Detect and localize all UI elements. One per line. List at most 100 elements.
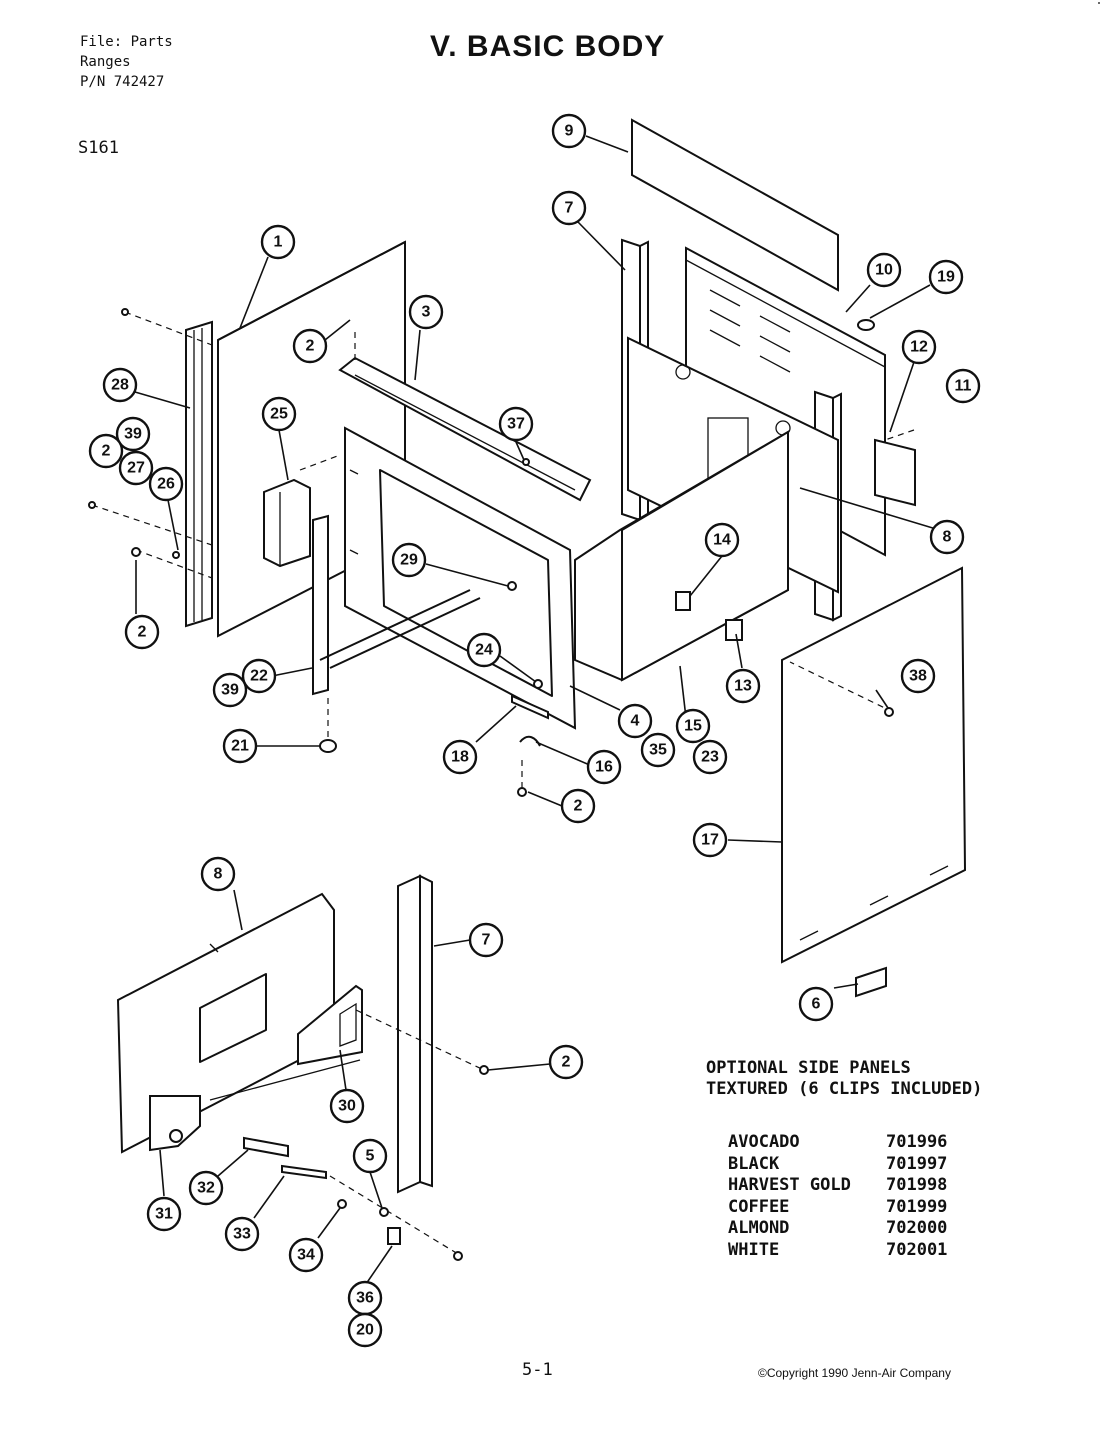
- callout-25: 25: [261, 396, 297, 432]
- svg-text:7: 7: [565, 200, 574, 217]
- part-32-rod: [243, 1136, 289, 1158]
- color-part-number: 701996: [886, 1132, 948, 1152]
- callout-4: 4: [617, 703, 653, 739]
- svg-text:18: 18: [451, 749, 469, 766]
- part-18-strip: [511, 694, 549, 720]
- svg-text:39: 39: [124, 426, 142, 443]
- file-line: File: Parts: [80, 34, 173, 50]
- part-17-right-side-panel: [781, 566, 967, 964]
- lower-fasteners: [209, 1009, 489, 1261]
- svg-text:13: 13: [734, 678, 752, 695]
- page-number: 5-1: [522, 1360, 553, 1380]
- part-16-latch: [519, 735, 541, 747]
- part-13-hinge: [725, 619, 743, 641]
- callout-2: 2: [88, 433, 124, 469]
- callout-24: 24: [466, 632, 502, 668]
- callout-23: 23: [692, 739, 728, 775]
- file-info: File: Parts Ranges P/N 742427: [80, 32, 173, 92]
- color-name: WHITE: [728, 1239, 780, 1260]
- svg-text:24: 24: [475, 642, 493, 659]
- color-name: AVOCADO: [728, 1132, 800, 1152]
- table-row: AVOCADO 701996: [728, 1132, 947, 1154]
- callout-10: 10: [866, 252, 902, 288]
- callout-20: 20: [347, 1312, 383, 1348]
- color-name: COFFEE: [728, 1196, 790, 1217]
- svg-text:36: 36: [356, 1290, 374, 1307]
- callout-6: 6: [798, 986, 834, 1022]
- svg-text:32: 32: [197, 1180, 215, 1197]
- svg-text:2: 2: [138, 624, 147, 641]
- callout-14: 14: [704, 522, 740, 558]
- svg-text:19: 19: [937, 269, 955, 286]
- callout-33: 33: [224, 1216, 260, 1252]
- svg-text:2: 2: [562, 1054, 571, 1071]
- svg-text:20: 20: [356, 1322, 374, 1339]
- svg-text:2: 2: [574, 798, 583, 815]
- callout-19: 19: [928, 259, 964, 295]
- svg-text:25: 25: [270, 406, 288, 423]
- svg-text:28: 28: [111, 377, 129, 394]
- callout-31: 31: [146, 1196, 182, 1232]
- svg-text:22: 22: [250, 668, 268, 685]
- part-25-junction-box: [263, 478, 311, 568]
- svg-text:33: 33: [233, 1226, 251, 1243]
- optional-panels-line-1: OPTIONAL SIDE PANELS: [706, 1058, 911, 1078]
- svg-text:14: 14: [713, 532, 731, 549]
- callout-37: 37: [498, 406, 534, 442]
- callout-11: 11: [945, 368, 981, 404]
- callout-35: 35: [640, 732, 676, 768]
- svg-text:8: 8: [214, 866, 223, 883]
- svg-text:16: 16: [595, 759, 613, 776]
- color-part-number: 701998: [886, 1175, 948, 1195]
- callout-30: 30: [329, 1088, 365, 1124]
- color-name: BLACK: [728, 1153, 780, 1174]
- svg-text:23: 23: [701, 749, 719, 766]
- callout-27: 27: [118, 450, 154, 486]
- callout-29: 29: [391, 542, 427, 578]
- copyright-notice: ©Copyright 1990 Jenn-Air Company: [758, 1366, 951, 1380]
- callout-5: 5: [352, 1138, 388, 1174]
- part-30-bracket: [297, 984, 363, 1066]
- callout-21: 21: [222, 728, 258, 764]
- bottom-rails: [319, 589, 481, 669]
- svg-text:21: 21: [231, 738, 249, 755]
- callout-18: 18: [442, 739, 478, 775]
- svg-text:15: 15: [684, 718, 702, 735]
- callout-12: 12: [901, 329, 937, 365]
- part-number-line: P/N 742427: [80, 74, 165, 90]
- svg-text:34: 34: [297, 1247, 315, 1264]
- callout-2: 2: [292, 328, 328, 364]
- svg-text:26: 26: [157, 476, 175, 493]
- callout-15: 15: [675, 708, 711, 744]
- part-6-clip: [855, 966, 887, 998]
- part-9-top-trim: [631, 118, 839, 292]
- table-row: HARVEST GOLD 701998: [728, 1175, 947, 1197]
- callout-2: 2: [560, 788, 596, 824]
- color-name: HARVEST GOLD: [728, 1175, 851, 1195]
- svg-text:9: 9: [565, 123, 574, 140]
- svg-text:2: 2: [306, 338, 315, 355]
- color-part-number: 702000: [886, 1218, 948, 1238]
- svg-text:39: 39: [221, 682, 239, 699]
- part-12-side-bracket: [874, 438, 916, 507]
- svg-text:29: 29: [400, 552, 418, 569]
- callout-9: 9: [551, 113, 587, 149]
- svg-text:17: 17: [701, 832, 719, 849]
- color-name: ALMOND: [728, 1218, 790, 1238]
- part-22-front-strip: [312, 514, 329, 696]
- callout-39: 39: [212, 672, 248, 708]
- svg-text:12: 12: [910, 339, 928, 356]
- callout-13: 13: [725, 668, 761, 704]
- svg-text:38: 38: [909, 668, 927, 685]
- callout-8: 8: [929, 519, 965, 555]
- callout-3: 3: [408, 294, 444, 330]
- svg-text:37: 37: [507, 416, 525, 433]
- callout-26: 26: [148, 466, 184, 502]
- svg-text:1: 1: [274, 234, 283, 251]
- callout-8: 8: [200, 856, 236, 892]
- svg-text:11: 11: [955, 378, 972, 395]
- svg-text:8: 8: [943, 529, 952, 546]
